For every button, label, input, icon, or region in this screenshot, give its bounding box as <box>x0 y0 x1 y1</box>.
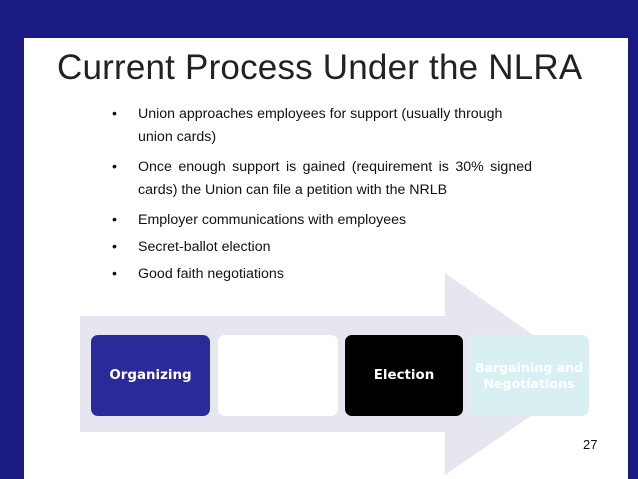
bullet-list: • Union approaches employees for support … <box>112 103 532 293</box>
bullet-marker: • <box>112 266 117 282</box>
bullet-marker: • <box>112 239 117 255</box>
bullet-text: Good faith negotiations <box>138 266 284 282</box>
bullet-marker: • <box>112 159 117 175</box>
process-step-election: Election <box>345 335 463 416</box>
bullet-marker: • <box>112 106 117 122</box>
bullet-text: Secret-ballot election <box>138 239 271 255</box>
frame-corner <box>24 38 36 50</box>
process-step-organizing: Organizing <box>91 335 210 416</box>
bullet-item: • Once enough support is gained (requirem… <box>112 156 532 202</box>
process-step-blank <box>218 335 338 416</box>
process-step-bargaining: Bargaining and Negotiations <box>469 335 589 416</box>
right-frame-bar <box>628 0 638 479</box>
bullet-item: • Employer communications with employees <box>112 209 532 232</box>
bullet-item: • Good faith negotiations <box>112 263 532 286</box>
slide-title: Current Process Under the NLRA <box>57 48 583 87</box>
bullet-text: Employer communications with employees <box>138 212 407 228</box>
bullet-item: • Union approaches employees for support … <box>112 103 532 149</box>
bullet-marker: • <box>112 212 117 228</box>
left-frame-bar <box>0 0 24 479</box>
page-number: 27 <box>583 437 598 452</box>
bullet-text: Once enough support is gained (requireme… <box>138 159 532 198</box>
top-frame-bar <box>0 0 638 38</box>
bullet-text: Union approaches employees for support (… <box>138 106 503 145</box>
bullet-item: • Secret-ballot election <box>112 236 532 259</box>
